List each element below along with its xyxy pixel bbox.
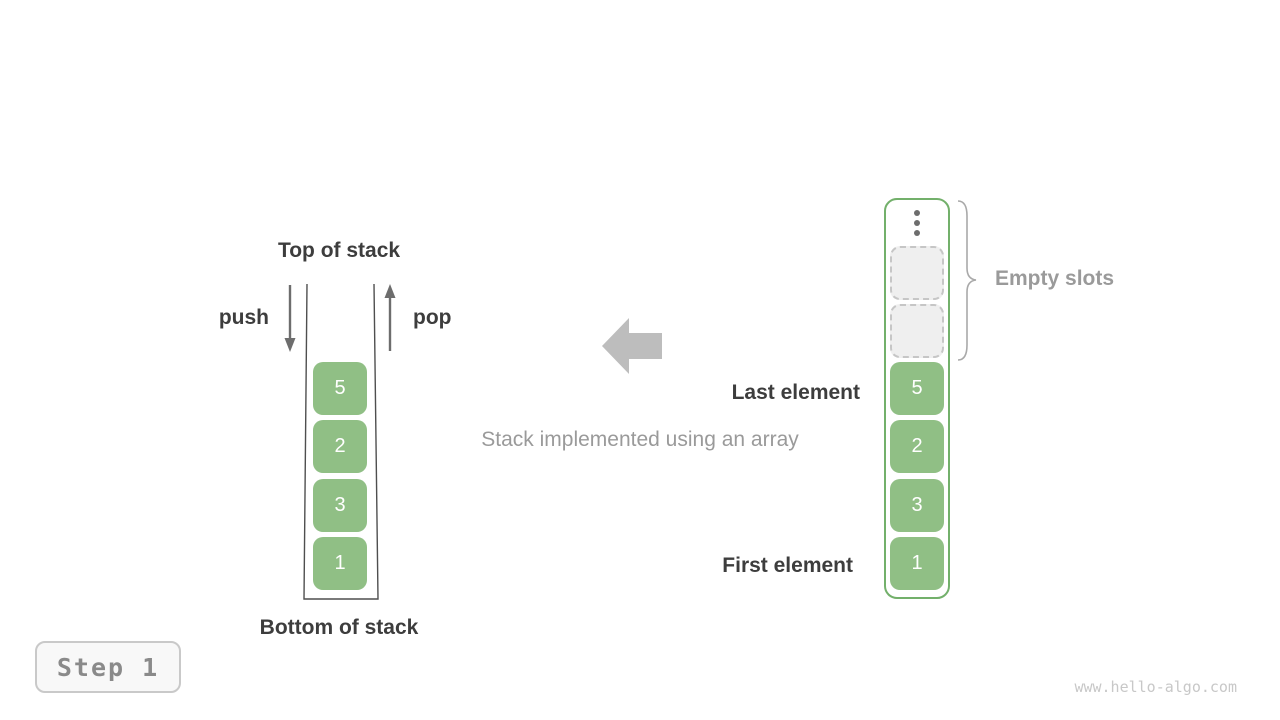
array-element: 1: [890, 537, 944, 590]
array-element: 2: [890, 420, 944, 473]
brace-icon: [957, 200, 977, 361]
push-label: push: [218, 306, 269, 329]
step-badge: Step 1: [35, 641, 181, 693]
array-element: 3: [890, 479, 944, 532]
block-arrow-left-icon: [602, 318, 662, 374]
pop-arrow-icon: [384, 284, 396, 351]
empty-slots-label: Empty slots: [995, 267, 1115, 290]
stack-element: 1: [313, 537, 367, 590]
dot: [914, 230, 920, 236]
stack-element: 5: [313, 362, 367, 415]
push-arrow-icon: [284, 285, 296, 352]
stack-element: 2: [313, 420, 367, 473]
dot: [914, 220, 920, 226]
dot: [914, 210, 920, 216]
bottom-of-stack-label: Bottom of stack: [259, 616, 419, 639]
empty-slot: [890, 246, 944, 300]
last-element-label: Last element: [731, 381, 860, 404]
first-element-label: First element: [722, 554, 853, 577]
pop-label: pop: [413, 306, 452, 329]
ellipsis-icon: [914, 210, 920, 236]
watermark: www.hello-algo.com: [1074, 678, 1237, 696]
caption-text: Stack implemented using an array: [481, 428, 799, 451]
stack-element: 3: [313, 479, 367, 532]
array-element: 5: [890, 362, 944, 415]
empty-slot: [890, 304, 944, 358]
stack-container-walls-icon: [303, 283, 379, 600]
top-of-stack-label: Top of stack: [277, 239, 401, 262]
